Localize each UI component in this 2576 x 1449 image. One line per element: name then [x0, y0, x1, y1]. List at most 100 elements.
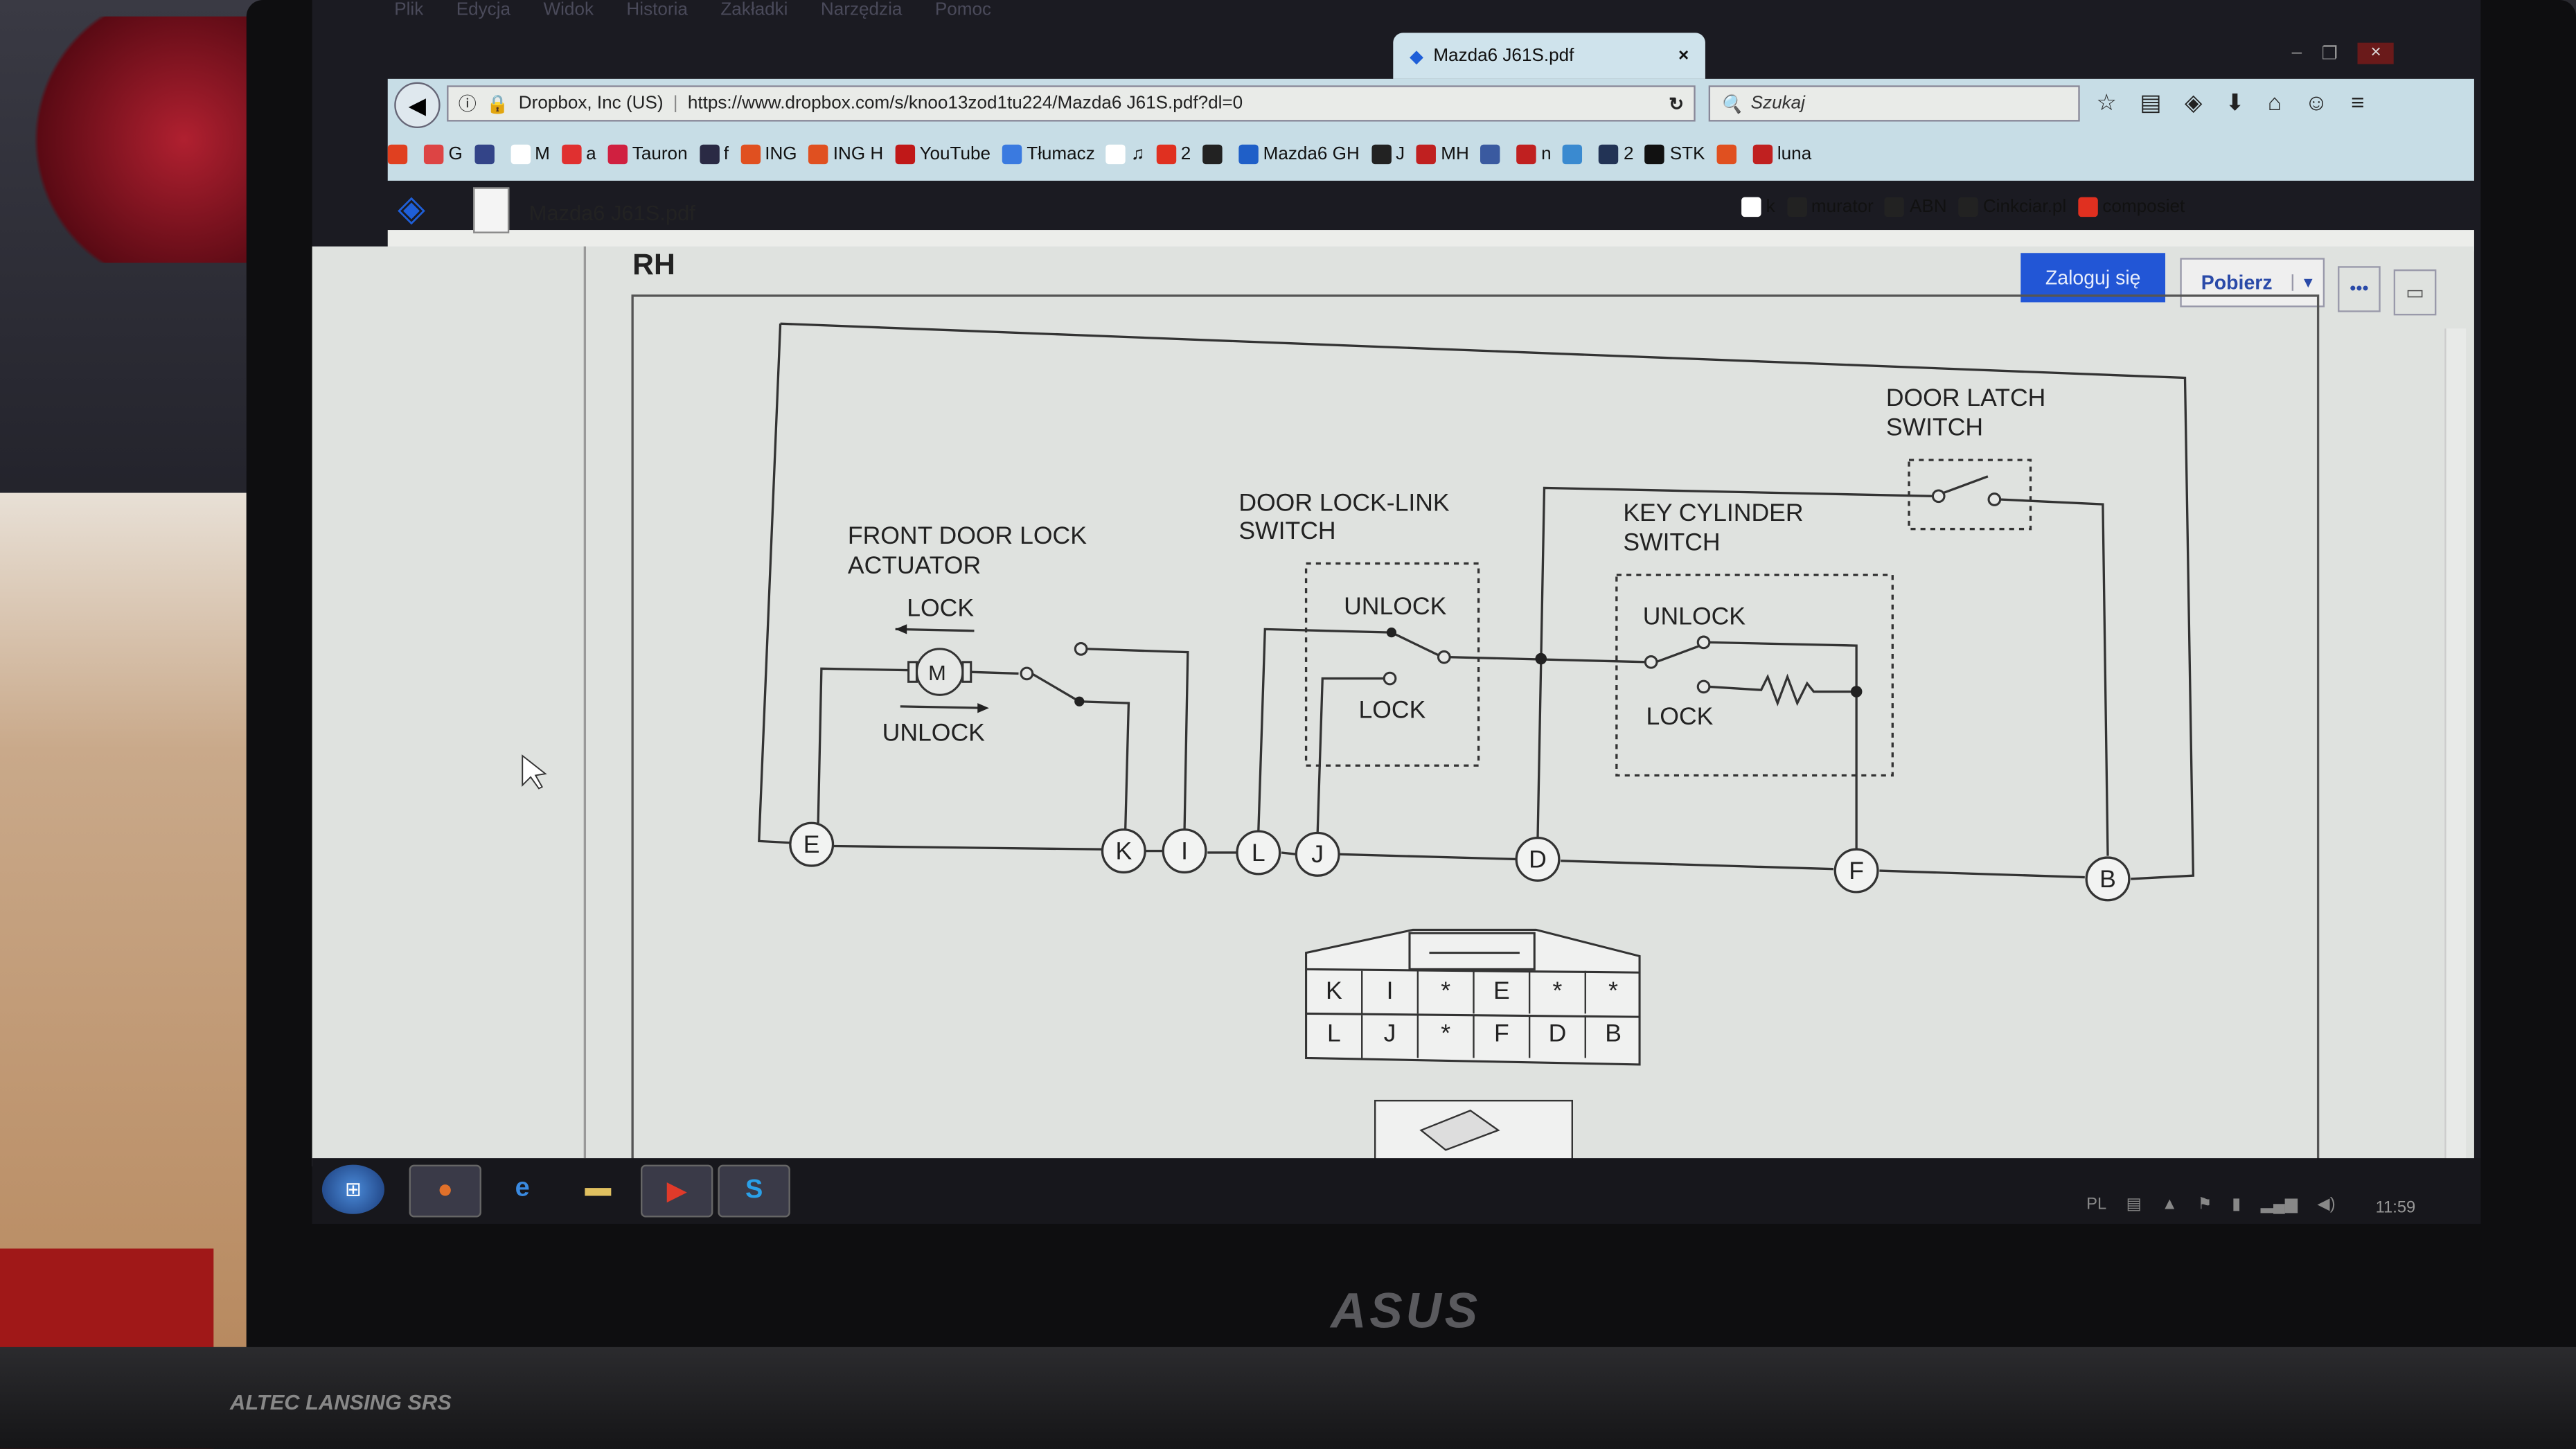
bookmark-favicon-icon [1741, 197, 1761, 217]
bookmark-item[interactable]: Mazda6 GH [1238, 145, 1360, 165]
start-button[interactable]: ⊞ [321, 1164, 385, 1214]
bookmark-label: Mazda6 GH [1263, 144, 1360, 165]
bookmark-label: ABN [1909, 197, 1947, 217]
menu-history[interactable]: Historia [626, 0, 688, 20]
bookmark-item[interactable] [387, 144, 413, 165]
terminal-D [1515, 836, 1561, 882]
bookmark-item[interactable] [1202, 144, 1227, 165]
terminal-I [1162, 828, 1207, 874]
wifi-signal-icon[interactable]: ▂▄▆ [2260, 1195, 2298, 1214]
bookmark-item[interactable]: murator [1786, 197, 1874, 217]
taskbar-internet-explorer[interactable]: e [488, 1165, 557, 1214]
bookmark-item[interactable]: Cinkciar.pl [1958, 197, 2066, 217]
bookmark-item[interactable] [474, 144, 499, 165]
bookmark-item[interactable]: ♫ [1106, 145, 1145, 165]
menu-tools[interactable]: Narzędzia [820, 0, 903, 20]
info-icon[interactable]: ⓘ [458, 95, 477, 116]
locklink-label: DOOR LOCK-LINK [1238, 489, 1450, 517]
bookmark-item[interactable]: k [1741, 197, 1775, 217]
scrollbar[interactable] [2444, 328, 2467, 1166]
bookmark-item[interactable]: 2 [1156, 145, 1191, 165]
terminal-B [2085, 856, 2131, 902]
url-bar[interactable]: ⓘ 🔒 Dropbox, Inc (US) | https://www.drop… [447, 85, 1696, 122]
menu-view[interactable]: Widok [543, 0, 594, 20]
menu-edit[interactable]: Edycja [456, 0, 511, 20]
bookmark-item[interactable] [1716, 144, 1741, 165]
url-text[interactable]: https://www.dropbox.com/s/knoo13zod1tu22… [687, 94, 1243, 114]
asus-logo: ASUS [1331, 1284, 1481, 1340]
volume-icon[interactable]: ◀) [2317, 1195, 2336, 1214]
action-center-flag-icon[interactable]: ⚑ [2197, 1195, 2212, 1214]
bookmark-item[interactable]: ING H [808, 145, 883, 165]
bookmark-item[interactable]: M [510, 145, 550, 165]
bookmark-item[interactable] [1480, 144, 1505, 165]
taskbar-skype[interactable]: S [718, 1164, 790, 1218]
bookmark-item[interactable]: n [1516, 144, 1552, 165]
restore-button[interactable]: ❐ [2321, 44, 2338, 64]
bookmark-item[interactable]: Tłumacz [1002, 145, 1095, 165]
toolbar-icons: ☆ ▤ ◈ ⬇ ⌂ ☺ ≡ [2096, 89, 2364, 116]
bookmark-label: Tłumacz [1027, 144, 1095, 165]
comment-button[interactable]: ▭ [2393, 269, 2437, 316]
hamburger-menu-icon[interactable]: ≡ [2351, 89, 2365, 116]
bookmark-star-icon[interactable]: ☆ [2096, 89, 2117, 116]
bookmark-item[interactable]: J [1371, 145, 1405, 165]
tab-active[interactable]: ◆ Mazda6 J61S.pdf × [1393, 33, 1705, 79]
bookmark-item[interactable]: f [699, 145, 729, 165]
bookmark-item[interactable]: MH [1416, 145, 1469, 165]
bookmark-item[interactable]: YouTube [894, 145, 991, 165]
bookmark-item[interactable]: 2 [1599, 145, 1634, 165]
menu-help[interactable]: Pomoc [934, 0, 992, 20]
bookmark-label: G [448, 144, 463, 165]
locklink-lock-label: LOCK [1358, 695, 1425, 723]
power-icon[interactable]: ▮ [2232, 1195, 2241, 1214]
bookmark-item[interactable]: ING [740, 145, 797, 165]
search-input[interactable]: 🔍 Szukaj [1708, 85, 2080, 122]
pocket-icon[interactable]: ◈ [2185, 89, 2203, 116]
bookmark-label: composiet [2102, 197, 2185, 217]
show-hidden-icons[interactable]: ▲ [2161, 1195, 2178, 1214]
bookmark-item[interactable]: composiet [2077, 197, 2185, 217]
terminal-label: B [2099, 865, 2116, 893]
bookmark-label: n [1541, 144, 1552, 165]
taskbar-media-player[interactable]: ▶ [641, 1164, 713, 1218]
keyboard-icon[interactable]: ▤ [2126, 1195, 2142, 1214]
bookmark-item[interactable]: G [423, 144, 463, 165]
bookmark-item[interactable]: ABN [1885, 197, 1947, 217]
bookmark-favicon-icon [561, 144, 581, 165]
close-window-button[interactable]: × [2357, 42, 2395, 64]
taskbar-file-explorer[interactable]: ▬ [564, 1165, 633, 1214]
bookmark-item[interactable]: a [561, 144, 596, 165]
pdf-file-icon [473, 187, 510, 233]
connector-pin-label: K [1326, 977, 1342, 1004]
menu-bookmarks[interactable]: Zakładki [720, 0, 788, 20]
terminal-label: E [803, 830, 820, 858]
reload-icon[interactable]: ↻ [1669, 94, 1685, 114]
search-placeholder: Szukaj [1750, 94, 1805, 114]
keycylinder-label: SWITCH [1623, 528, 1720, 556]
dropbox-logo-icon[interactable]: ◈ [397, 187, 426, 229]
site-identity[interactable]: Dropbox, Inc (US) [518, 94, 664, 114]
menu-file[interactable]: Plik [394, 0, 424, 20]
language-indicator[interactable]: PL [2086, 1195, 2107, 1214]
skype-icon: S [745, 1176, 763, 1204]
hello-icon[interactable]: ☺ [2304, 89, 2329, 116]
bookmark-item[interactable]: STK [1645, 145, 1705, 165]
bookmark-favicon-icon [423, 144, 444, 165]
downloads-icon[interactable]: ⬇ [2225, 89, 2245, 116]
download-dropdown-icon[interactable]: ▼ [2291, 274, 2323, 291]
minimize-button[interactable]: – [2291, 42, 2302, 63]
taskbar-firefox[interactable]: ● [409, 1164, 481, 1218]
bookmark-item[interactable]: luna [1752, 145, 1811, 165]
download-button[interactable]: Pobierz ▼ [2180, 258, 2325, 308]
back-button[interactable]: ◀ [394, 82, 441, 129]
home-icon[interactable]: ⌂ [2267, 89, 2282, 116]
tab-close-icon[interactable]: × [1678, 46, 1689, 66]
clock[interactable]: 11:59 [2375, 1199, 2416, 1218]
bookmark-item[interactable]: Tauron [607, 145, 688, 165]
latch-label: SWITCH [1886, 414, 1983, 441]
reading-list-icon[interactable]: ▤ [2140, 89, 2162, 116]
bookmark-item[interactable] [1563, 144, 1588, 165]
more-options-button[interactable]: ••• [2338, 266, 2381, 312]
login-button[interactable]: Zaloguj się [2020, 253, 2166, 303]
